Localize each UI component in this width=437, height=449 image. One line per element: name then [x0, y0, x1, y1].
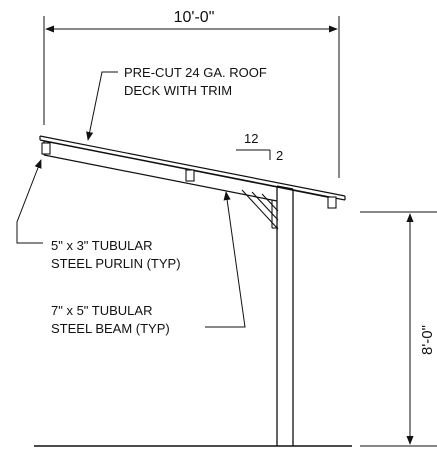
width-dimension: 10'-0" — [43, 9, 340, 178]
slope-rise-text: 12 — [244, 131, 258, 146]
beam-label-line2: STEEL BEAM (TYP) — [51, 321, 170, 336]
roof-deck-label-line2: DECK WITH TRIM — [124, 83, 232, 98]
roof-deck-callout: PRE-CUT 24 GA. ROOF DECK WITH TRIM — [86, 65, 267, 141]
roof-deck-leader — [86, 71, 118, 141]
height-dimension-text: 8'-0" — [419, 325, 436, 355]
width-dimension-text: 10'-0" — [174, 9, 215, 26]
roof-deck-label-line1: PRE-CUT 24 GA. ROOF — [124, 65, 267, 80]
slope-indicator: 12 2 — [236, 131, 283, 163]
purlin-callout: 5" x 3" TUBULAR STEEL PURLIN (TYP) — [16, 159, 181, 271]
slope-run-text: 2 — [276, 148, 283, 163]
purlin-leader — [16, 159, 43, 244]
purlin-2 — [185, 169, 195, 182]
purlin-label-line1: 5" x 3" TUBULAR — [51, 238, 152, 253]
beam-label-line1: 7" x 5" TUBULAR — [51, 303, 152, 318]
steel-post — [276, 185, 294, 446]
roof-deck — [39, 135, 346, 201]
purlins — [41, 142, 337, 209]
height-dimension: 8'-0" — [360, 211, 437, 447]
purlin-1 — [41, 142, 51, 155]
purlin-3 — [327, 196, 337, 209]
beam-callout: 7" x 5" TUBULAR STEEL BEAM (TYP) — [51, 191, 246, 336]
purlin-label-line2: STEEL PURLIN (TYP) — [51, 256, 181, 271]
beam-leader — [205, 191, 246, 328]
knee-brace — [241, 189, 279, 230]
